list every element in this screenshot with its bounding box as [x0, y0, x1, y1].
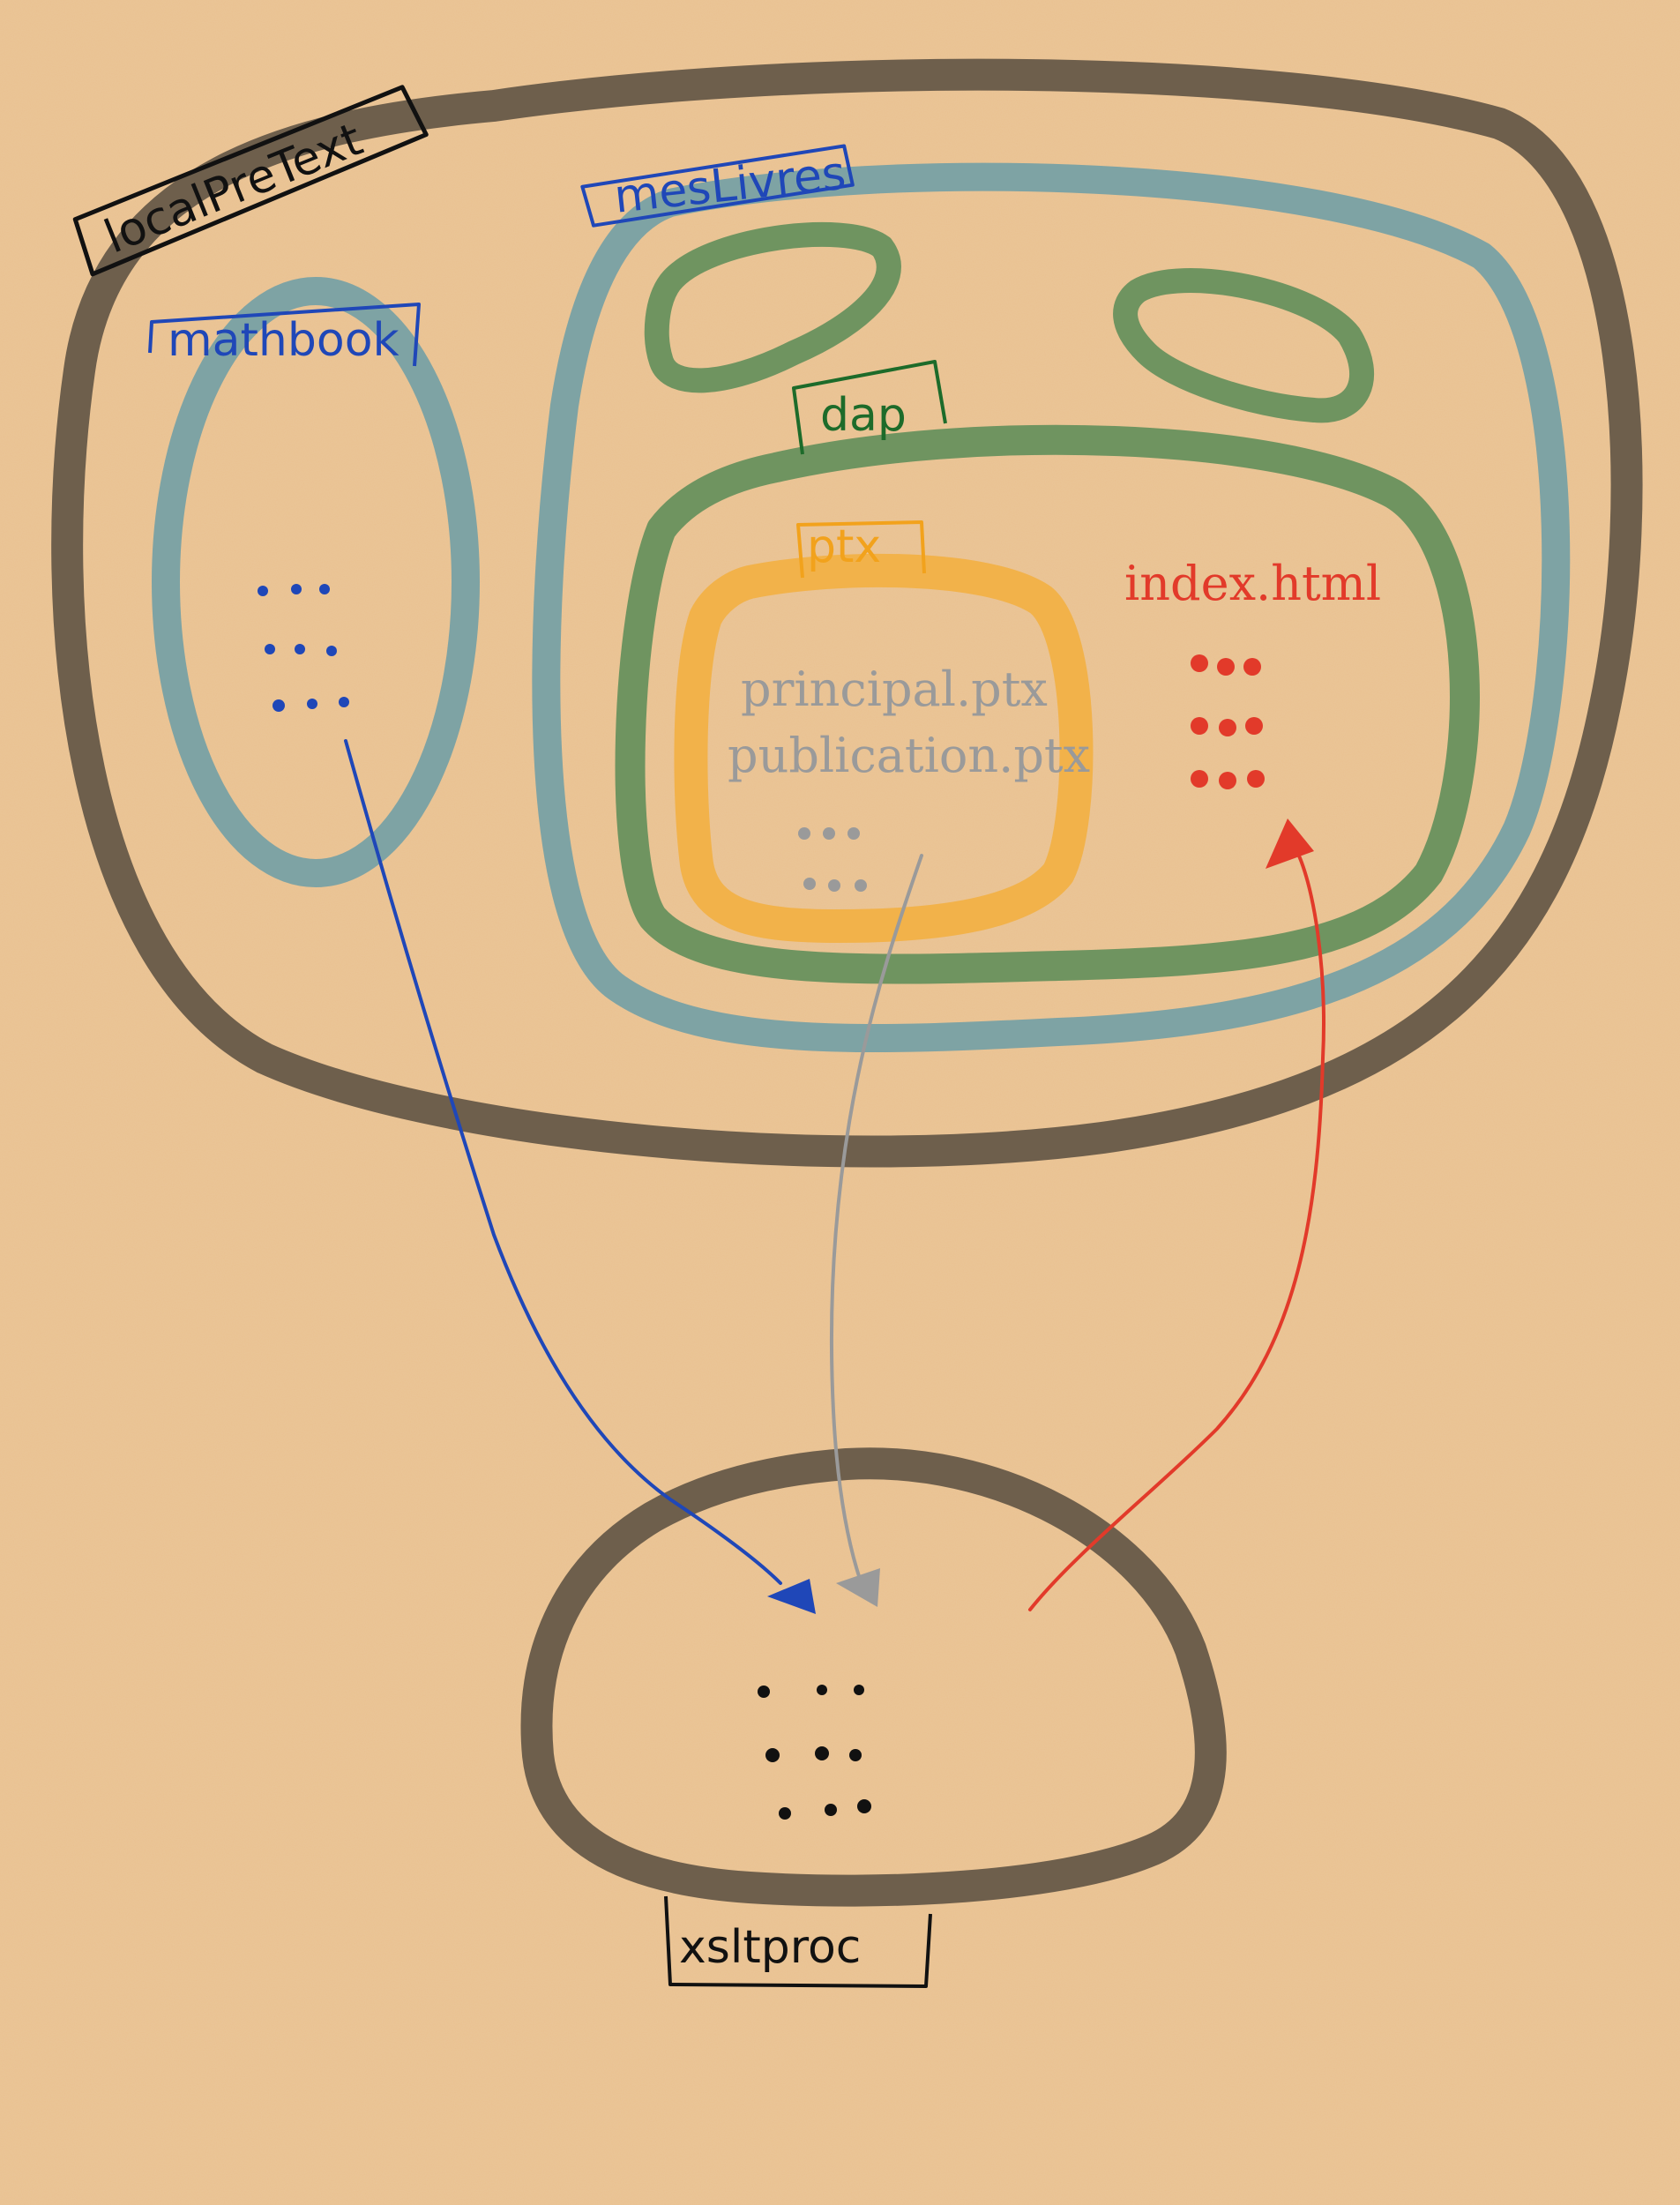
index-arrowhead — [1266, 818, 1314, 869]
principal-file-label: principal.ptx — [741, 662, 1048, 717]
meslivres-boundary — [532, 162, 1571, 1053]
xsltproc-ellipsis — [758, 1685, 871, 1820]
index-file-label: index.html — [1124, 556, 1381, 611]
mathbook-tag: mathbook — [148, 303, 421, 367]
ptx-arrowhead — [836, 1568, 880, 1607]
xsltproc-tag: xsltproc — [664, 1895, 932, 1988]
green-blob-left — [644, 221, 901, 393]
xsltproc-boundary — [520, 1447, 1227, 1907]
mathbook-label: mathbook — [168, 314, 399, 367]
ptx-tag: ptx — [796, 520, 926, 579]
ptx-ellipsis — [798, 827, 867, 892]
dap-tag: dap — [792, 360, 947, 455]
publication-file-label: publication.ptx — [728, 728, 1090, 783]
localpretext-boundary — [51, 58, 1643, 1168]
xsltproc-label: xsltproc — [679, 1921, 861, 1974]
ptx-label: ptx — [807, 520, 881, 573]
ptx-to-xsltproc-arrow — [829, 854, 923, 1581]
dap-boundary — [615, 424, 1480, 984]
index-ellipsis — [1191, 654, 1265, 789]
ptx-boundary — [674, 553, 1094, 943]
mathbook-to-xsltproc-arrow — [344, 739, 782, 1585]
mathbook-ellipsis — [258, 584, 349, 712]
xsltproc-to-index-arrow — [1028, 845, 1325, 1611]
green-blob-right — [1113, 268, 1375, 423]
mathbook-boundary — [152, 277, 480, 887]
mathbook-arrowhead — [767, 1579, 816, 1614]
dap-label: dap — [820, 389, 907, 442]
